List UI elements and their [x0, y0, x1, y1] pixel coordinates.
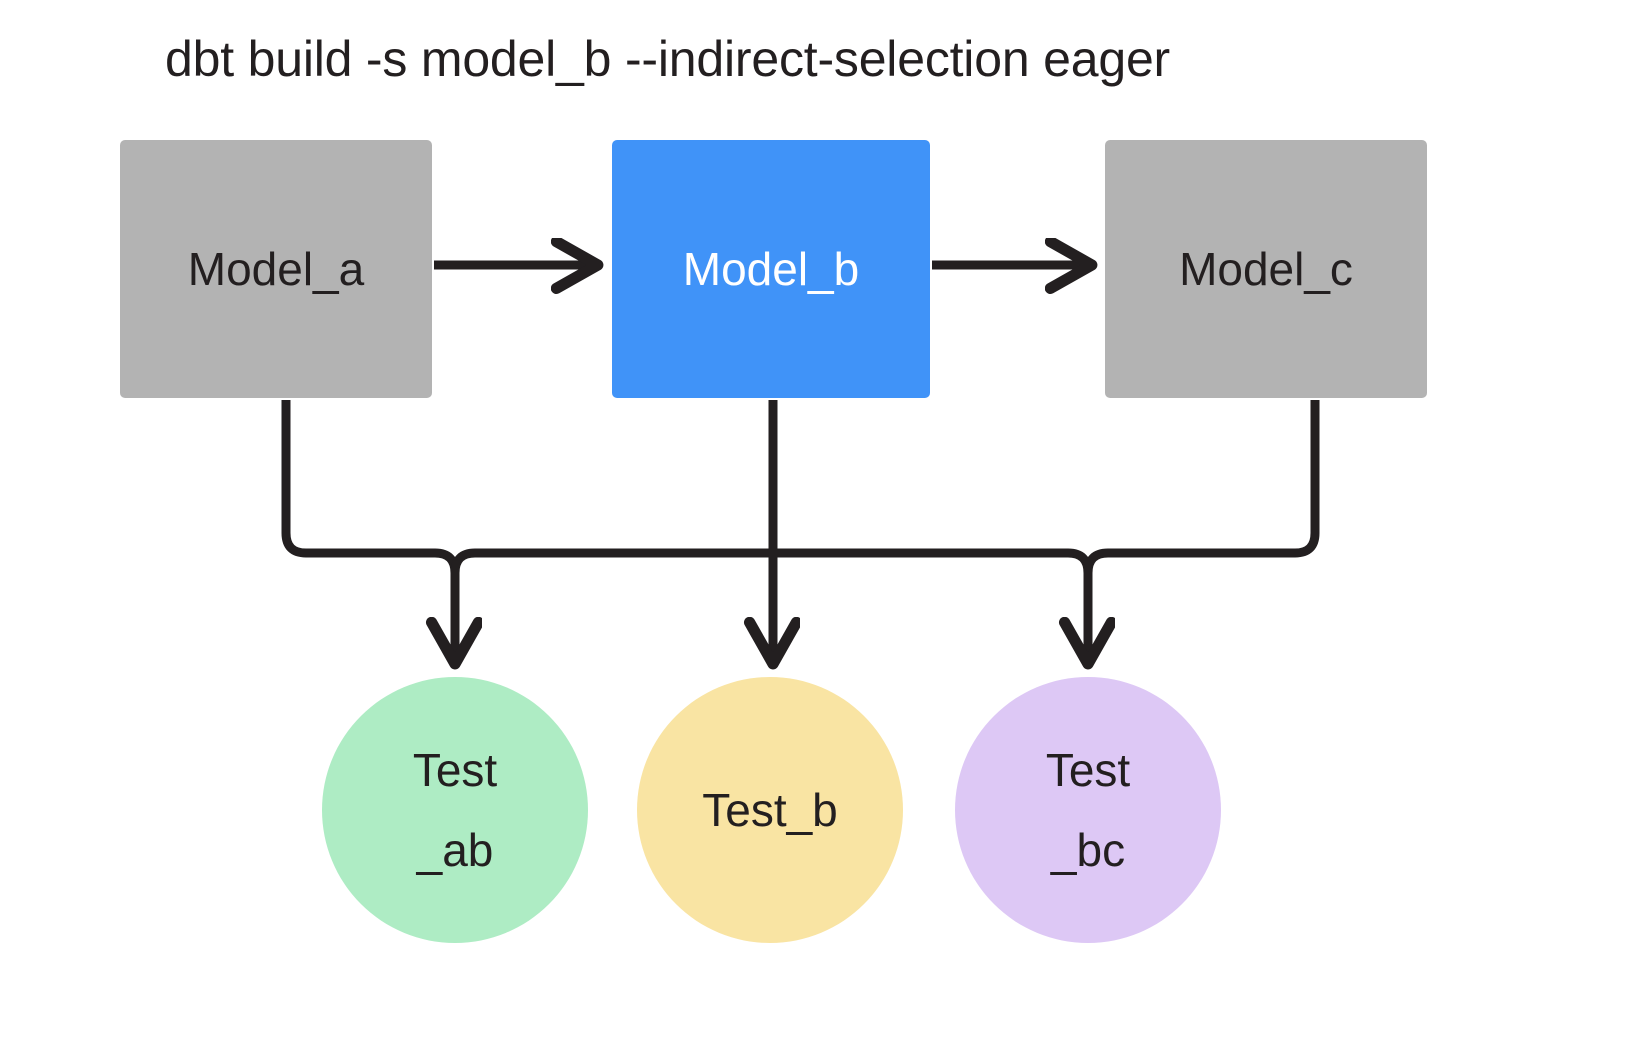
node-model-b-label: Model_b	[682, 243, 860, 295]
node-test-b-label-line1: Test_b	[702, 784, 838, 836]
edge-model-b-bus-right	[773, 548, 1093, 574]
node-model-b[interactable]: Model_b	[612, 140, 930, 398]
node-model-c[interactable]: Model_c	[1105, 140, 1427, 398]
node-test-bc-label-line1: Test	[1045, 744, 1131, 796]
node-test-ab[interactable]: Test _ab	[322, 677, 588, 943]
diagram-title: dbt build -s model_b --indirect-selectio…	[165, 31, 1171, 87]
node-test-bc-label-line2: _bc	[1050, 824, 1126, 876]
node-test-bc[interactable]: Test _bc	[955, 677, 1221, 943]
node-model-a-label: Model_a	[187, 243, 365, 295]
node-test-b[interactable]: Test_b	[637, 677, 903, 943]
node-model-a[interactable]: Model_a	[120, 140, 432, 398]
edge-model-a-to-test-ab	[281, 400, 455, 662]
node-test-ab-label-line1: Test	[412, 744, 498, 796]
edge-model-b-bus-left	[450, 548, 773, 574]
node-test-ab-label-line2: _ab	[416, 824, 494, 876]
node-model-c-label: Model_c	[1179, 243, 1353, 295]
edge-model-c-to-test-bc	[1088, 400, 1320, 662]
